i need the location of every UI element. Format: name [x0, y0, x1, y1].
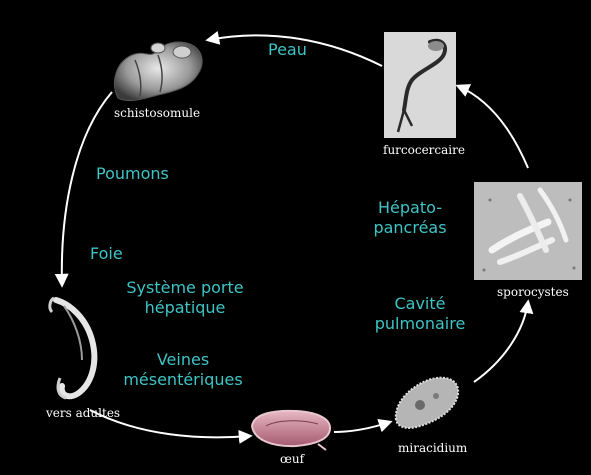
furcocercaire-label: furcocercaire	[383, 143, 465, 157]
oeuf-label: œuf	[280, 452, 305, 466]
site-cavite-pulmonaire: Cavité pulmonaire	[374, 294, 466, 333]
schistosomule-label: schistosomule	[114, 106, 201, 120]
arrow-oeuf-to-miracidium	[333, 418, 393, 433]
schistosomule-image	[114, 41, 203, 101]
sporocystes-image	[474, 182, 582, 280]
miracidium-label: miracidium	[398, 441, 468, 455]
miracidium-image	[394, 376, 460, 429]
vers-adultes-image	[48, 296, 98, 400]
arrow-sporocystes-to-furcocercaire	[455, 84, 529, 169]
site-poumons: Poumons	[96, 164, 169, 183]
arrow-miracidium-to-sporocystes	[473, 299, 534, 383]
arrow-furcocercaire-to-schistosomule	[205, 31, 383, 67]
site-hepato-pancreas: Hépato- pancréas	[373, 198, 447, 237]
sporocystes-label: sporocystes	[497, 285, 569, 299]
arrow-vers-adultes-to-oeuf	[89, 409, 253, 444]
site-foie: Foie	[90, 244, 123, 263]
site-veines-mesenteriques: Veines mésentériques	[123, 350, 243, 389]
vers-adultes-label: vers adultes	[46, 406, 121, 420]
furcocercaire-image	[384, 32, 456, 138]
arrow-schistosomule-to-vers-adultes	[54, 91, 113, 288]
site-systeme-porte-hepatique: Système porte hépatique	[126, 278, 244, 317]
site-peau: Peau	[268, 40, 307, 59]
oeuf-image	[250, 409, 332, 451]
